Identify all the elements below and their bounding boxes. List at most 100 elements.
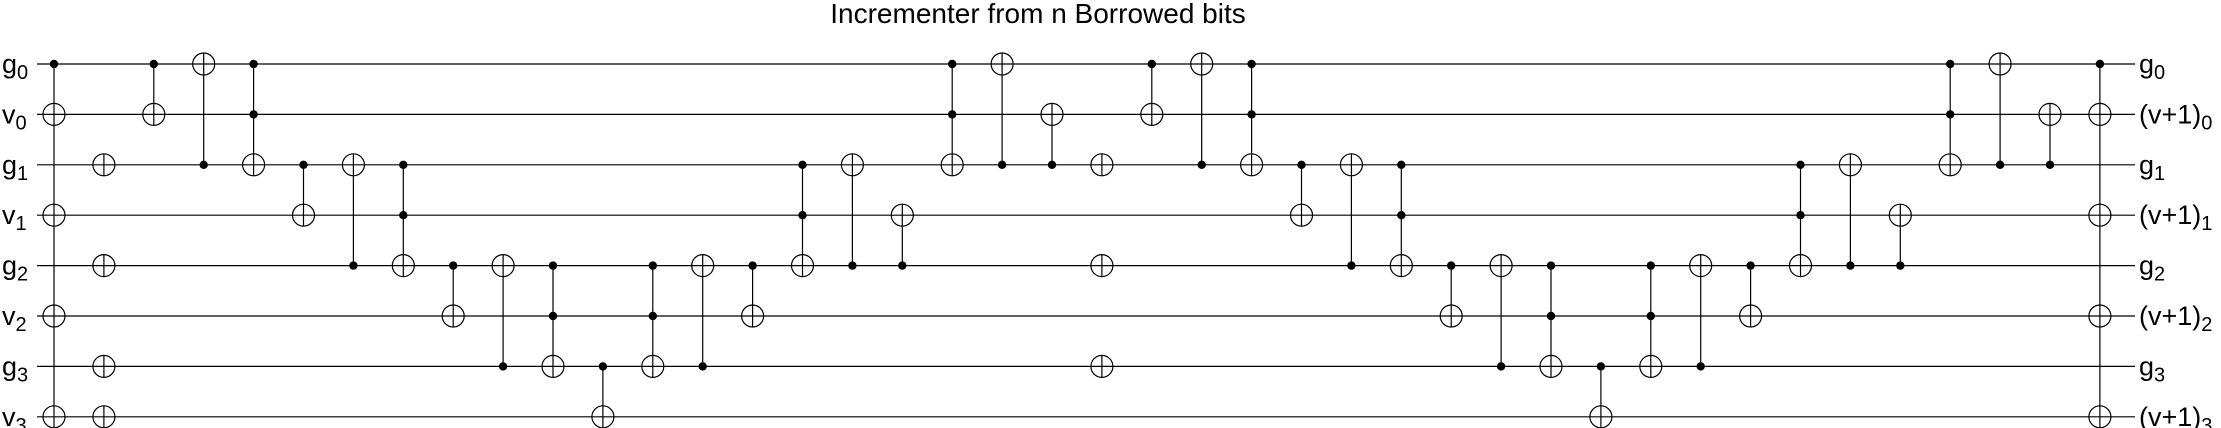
cnot-gate	[1988, 52, 2012, 169]
cnot-gate	[1589, 362, 1613, 428]
input-label-subscript: 1	[16, 213, 27, 235]
cnot-gate	[840, 153, 865, 270]
control-dot	[1846, 261, 1855, 270]
target-xor-symbol	[1738, 304, 1763, 328]
control-dot	[498, 362, 508, 371]
cnot-gate	[1838, 153, 1863, 270]
target-xor-symbol	[92, 153, 116, 177]
target-xor-symbol	[2088, 405, 2112, 428]
target-xor-symbol	[1090, 153, 1114, 177]
input-label-g0: g0	[2, 49, 28, 84]
cnot-gate	[2088, 59, 2112, 428]
input-label-text: g	[2, 251, 17, 281]
control-dot	[648, 311, 657, 321]
cnot-gate	[1938, 59, 1962, 177]
not-gate-column	[1090, 153, 1114, 378]
input-label-text: v	[2, 301, 16, 331]
target-xor-symbol	[1090, 354, 1114, 378]
control-dot	[1546, 311, 1556, 321]
target-xor-symbol	[740, 304, 765, 328]
control-dot	[948, 110, 957, 119]
cnot-gate	[1489, 254, 1513, 371]
cnot-gate	[1539, 261, 1563, 378]
target-xor-symbol	[1689, 254, 1713, 278]
output-label-v1: (v+1)1	[2139, 200, 2212, 235]
target-xor-symbol	[1090, 254, 1114, 278]
output-label-subscript: 1	[2201, 213, 2212, 235]
control-dot	[1496, 362, 1506, 371]
target-xor-symbol	[92, 405, 116, 428]
target-xor-symbol	[242, 153, 266, 177]
control-dot	[1546, 261, 1556, 270]
target-xor-symbol	[2038, 102, 2062, 127]
target-xor-symbol	[1489, 254, 1513, 278]
input-label-text: v	[2, 99, 16, 129]
target-xor-symbol	[391, 254, 415, 278]
input-label-subscript: 2	[17, 264, 28, 286]
target-xor-symbol	[1539, 354, 1563, 378]
cnot-gate	[790, 160, 815, 278]
output-label-text: (v+1)	[2139, 301, 2201, 331]
control-dot	[1247, 59, 1256, 69]
control-dot	[1646, 261, 1656, 270]
control-dot	[598, 362, 608, 371]
target-xor-symbol	[1339, 153, 1364, 177]
target-xor-symbol	[990, 52, 1014, 76]
target-xor-symbol	[1239, 153, 1264, 177]
input-label-text: v	[2, 402, 16, 428]
control-dot	[798, 160, 807, 169]
output-label-subscript: 2	[2201, 314, 2212, 336]
cnot-gate	[990, 52, 1014, 169]
target-xor-symbol	[1439, 304, 1463, 328]
output-label-subscript: 1	[2154, 163, 2165, 185]
output-label-subscript: 0	[2201, 112, 2212, 134]
control-dot	[1397, 160, 1406, 169]
control-dot	[648, 261, 657, 270]
cnot-gate	[441, 261, 465, 328]
cnot-gate	[1738, 261, 1763, 328]
cnot-gate	[1190, 52, 1214, 169]
output-label-subscript: 3	[2154, 364, 2165, 386]
input-label-v3: v3	[2, 402, 27, 428]
cnot-gate	[940, 59, 964, 177]
target-xor-symbol	[641, 354, 665, 378]
control-dot	[1297, 160, 1306, 169]
control-dot	[1946, 110, 1955, 119]
control-dot	[49, 59, 59, 69]
control-dot	[1147, 59, 1157, 69]
output-labels: g0(v+1)0g1(v+1)1g2(v+1)2g3(v+1)3	[2139, 49, 2212, 428]
control-dot	[249, 59, 258, 69]
target-xor-symbol	[1190, 52, 1214, 76]
cnot-gate	[192, 52, 216, 169]
target-xor-symbol	[42, 102, 66, 127]
cnot-gate	[740, 261, 765, 328]
cnot-gate	[1040, 102, 1064, 169]
control-dot	[1646, 311, 1656, 321]
cnot-gate	[591, 362, 615, 428]
cnot-gate	[142, 59, 166, 127]
control-dot	[399, 211, 408, 220]
control-dot	[249, 110, 258, 119]
target-xor-symbol	[341, 153, 365, 177]
output-label-g2: g2	[2139, 251, 2165, 286]
cnot-gate	[1140, 59, 1164, 127]
cnot-gate	[641, 261, 665, 378]
input-label-subscript: 0	[16, 112, 27, 134]
control-dot	[1247, 110, 1256, 119]
output-label-g3: g3	[2139, 351, 2165, 386]
output-label-text: g	[2139, 251, 2154, 281]
control-dot	[1197, 160, 1206, 169]
control-dot	[2045, 160, 2055, 169]
control-dot	[2095, 59, 2105, 69]
cnot-gate	[1888, 203, 1912, 270]
output-label-subscript: 2	[2154, 264, 2165, 286]
control-dot	[449, 261, 458, 270]
target-xor-symbol	[92, 354, 116, 378]
input-label-g3: g3	[2, 351, 28, 386]
input-label-text: g	[2, 351, 17, 381]
control-dot	[299, 160, 308, 169]
target-xor-symbol	[1988, 52, 2012, 76]
target-xor-symbol	[940, 153, 964, 177]
target-xor-symbol	[1040, 102, 1064, 127]
